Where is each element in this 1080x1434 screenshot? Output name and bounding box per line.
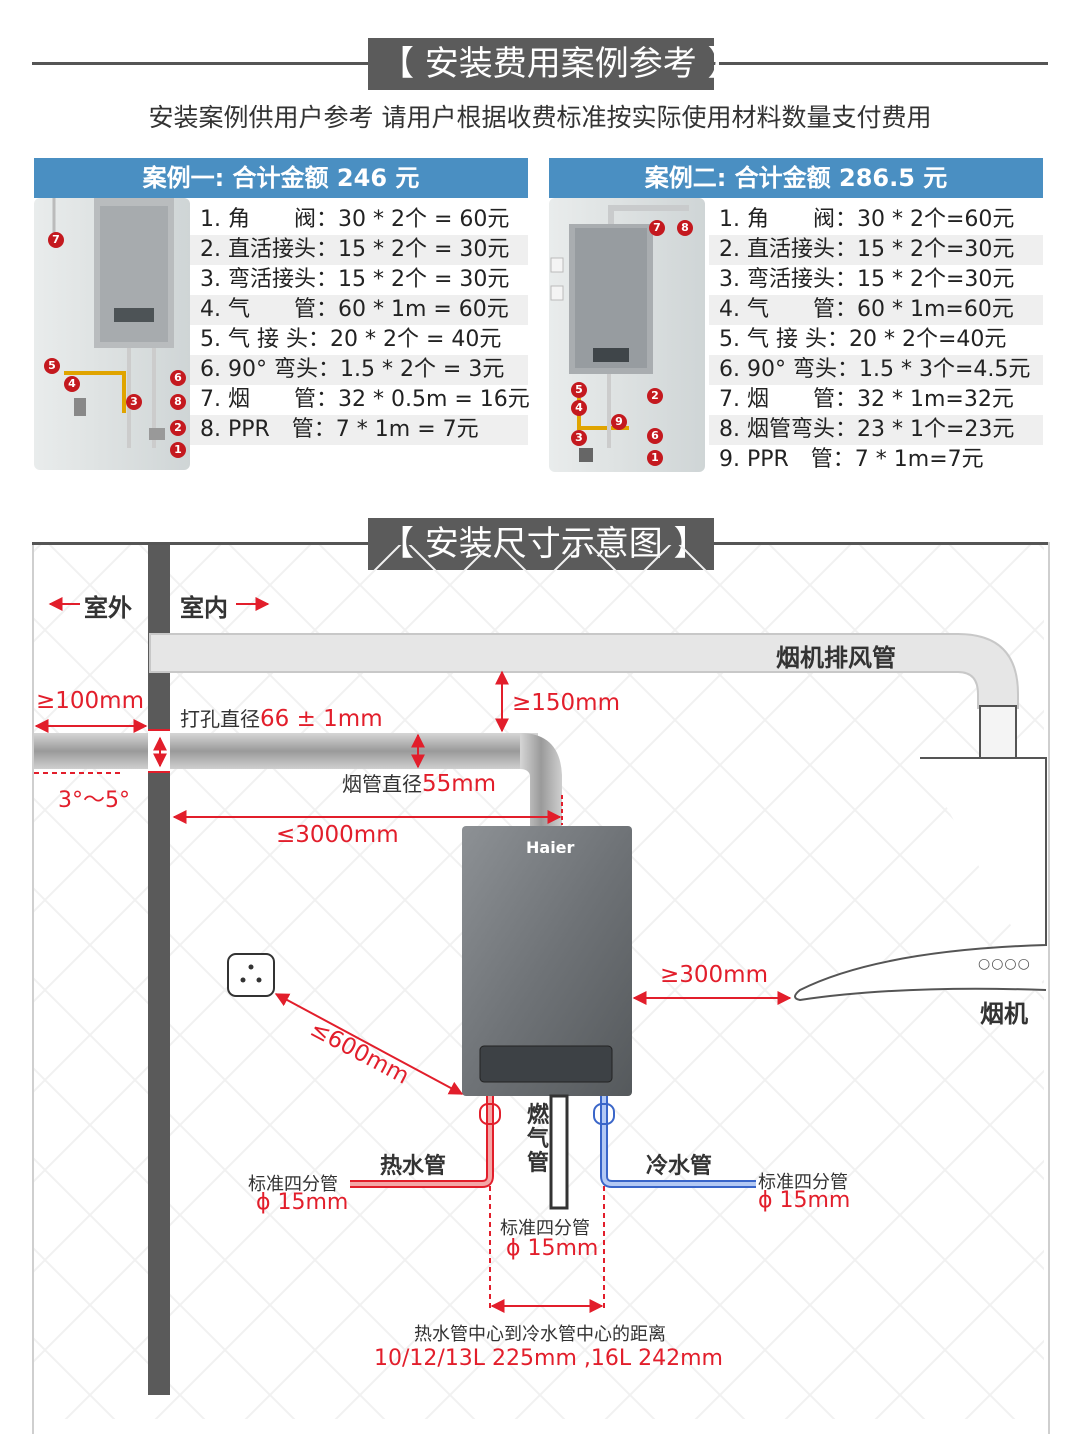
case2-badge: 6 xyxy=(647,428,663,444)
case1-badge: 7 xyxy=(48,232,64,248)
hood-label: 烟机 xyxy=(980,1000,1028,1028)
gas-pipe-label: 燃气管 xyxy=(527,1103,550,1176)
list-item: 6. 90° 弯头：1.5 * 2个 = 3元 xyxy=(190,355,528,385)
list-item: 3. 弯活接头：15 * 2个=30元 xyxy=(719,267,1015,292)
flue-diameter-text: 烟管直径 xyxy=(342,772,422,796)
hot-pipe-spec: 标准四分管 xyxy=(248,1174,338,1195)
list-item: 3. 弯活接头：15 * 2个 = 30元 xyxy=(200,267,510,292)
case2-badge: 7 xyxy=(649,220,665,236)
case2-badge: 5 xyxy=(571,382,587,398)
hole-diameter-value: 66 ± 1mm xyxy=(260,706,383,732)
outdoor-label: 室外 xyxy=(84,594,132,622)
section1-rule-right xyxy=(712,62,1048,65)
dim-100-label: ≥100mm xyxy=(36,688,144,714)
dim-line-600 xyxy=(274,993,464,1095)
case1-badge: 3 xyxy=(126,394,142,410)
list-item: 1. 角 阀：30 * 2个 = 60元 xyxy=(200,207,510,232)
brand-logo: Haier xyxy=(526,838,575,857)
list-item: 8. PPR 管：7 * 1m = 7元 xyxy=(190,415,528,445)
power-socket xyxy=(227,953,275,997)
list-item: 9. PPR 管：7 * 1m=7元 xyxy=(719,447,984,472)
section1-subtitle: 安装案例供用户参考 请用户根据收费标准按实际使用材料数量支付费用 xyxy=(148,103,932,132)
dim-300-label: ≥300mm xyxy=(660,962,768,988)
case2-badge: 4 xyxy=(571,400,587,416)
case1-badge: 5 xyxy=(44,358,60,374)
angle-label: 3°～5° xyxy=(58,788,130,813)
section1-rule-left xyxy=(32,62,372,65)
gas-pipe xyxy=(549,1094,569,1210)
case2-photo: 7 8 5 4 2 9 3 6 1 xyxy=(549,198,705,472)
list-item: 2. 直活接头：15 * 2个=30元 xyxy=(709,235,1043,265)
case1-badge: 6 xyxy=(170,370,186,386)
flue-diameter-label: 烟管直径55mm xyxy=(342,768,496,797)
flue-pipe-elbow xyxy=(520,733,562,830)
heater-display xyxy=(479,1045,613,1083)
range-hood xyxy=(794,757,1047,1002)
case1-header: 案例一: 合计金额 246 元 xyxy=(34,158,528,198)
hole-diameter-label: 打孔直径66 ± 1mm xyxy=(180,703,383,732)
indoor-label: 室内 xyxy=(180,594,228,622)
list-item: 2. 直活接头：15 * 2个 = 30元 xyxy=(190,235,528,265)
case2-badge: 3 xyxy=(571,430,587,446)
cold-pipe-spec: 标准四分管 xyxy=(758,1172,848,1193)
gas-pipe-size: ϕ 15mm xyxy=(506,1236,599,1261)
cold-pipe-label: 冷水管 xyxy=(646,1154,713,1179)
case2-badge: 2 xyxy=(647,388,663,404)
case2-list: 1. 角 阀：30 * 2个=60元 2. 直活接头：15 * 2个=30元 3… xyxy=(709,205,1043,475)
dim-3000-label: ≤3000mm xyxy=(276,822,399,848)
list-item: 4. 气 管：60 * 1m = 60元 xyxy=(190,295,528,325)
hole-diameter-text: 打孔直径 xyxy=(180,707,260,731)
case2-badge: 8 xyxy=(677,220,693,236)
list-item: 5. 气 接 头：20 * 2个 = 40元 xyxy=(200,327,502,352)
case2-badge: 1 xyxy=(647,450,663,466)
exhaust-connector xyxy=(979,705,1017,759)
hood-buttons: ○○○○ xyxy=(978,956,1031,972)
list-item: 1. 角 阀：30 * 2个=60元 xyxy=(719,207,1015,232)
case2-badge: 9 xyxy=(611,414,627,430)
hot-pipe-label: 热水管 xyxy=(380,1154,447,1179)
flue-pipe-horizontal xyxy=(34,733,538,769)
gas-pipe-spec: 标准四分管 xyxy=(500,1218,590,1239)
list-item: 7. 烟 管：32 * 1m=32元 xyxy=(719,387,1014,412)
water-heater xyxy=(462,826,632,1096)
exhaust-pipe xyxy=(149,633,1019,709)
list-item: 7. 烟 管：32 * 0.5m = 16元 xyxy=(200,387,530,412)
flue-diameter-value: 55mm xyxy=(422,771,497,797)
dim-150-label: ≥150mm xyxy=(512,690,620,716)
case1-badge: 2 xyxy=(170,420,186,436)
list-item: 6. 90° 弯头：1.5 * 3个=4.5元 xyxy=(709,355,1043,385)
case2-header: 案例二: 合计金额 286.5 元 xyxy=(549,158,1043,198)
case1-badge: 8 xyxy=(170,394,186,410)
list-item: 4. 气 管：60 * 1m=60元 xyxy=(709,295,1043,325)
pipe-distance-label: 热水管中心到冷水管中心的距离 xyxy=(414,1324,666,1345)
section1-title: 【 安装费用案例参考 】 xyxy=(368,38,742,90)
hot-pipe-size: ϕ 15mm xyxy=(256,1190,349,1215)
case1-badge: 4 xyxy=(64,376,80,392)
case2-photo-illustration xyxy=(550,205,689,462)
cold-pipe-size: ϕ 15mm xyxy=(758,1188,851,1213)
exhaust-pipe-label: 烟机排风管 xyxy=(776,644,896,672)
pipe-distance-value: 10/12/13L 225mm ,16L 242mm xyxy=(374,1346,723,1371)
case1-photo: 7 5 4 3 6 8 2 1 xyxy=(34,198,190,470)
list-item: 8. 烟管弯头：23 * 1个=23元 xyxy=(709,415,1043,445)
case1-badge: 1 xyxy=(170,442,186,458)
list-item: 5. 气 接 头：20 * 2个=40元 xyxy=(719,327,1007,352)
case1-list: 1. 角 阀：30 * 2个 = 60元 2. 直活接头：15 * 2个 = 3… xyxy=(190,205,530,445)
